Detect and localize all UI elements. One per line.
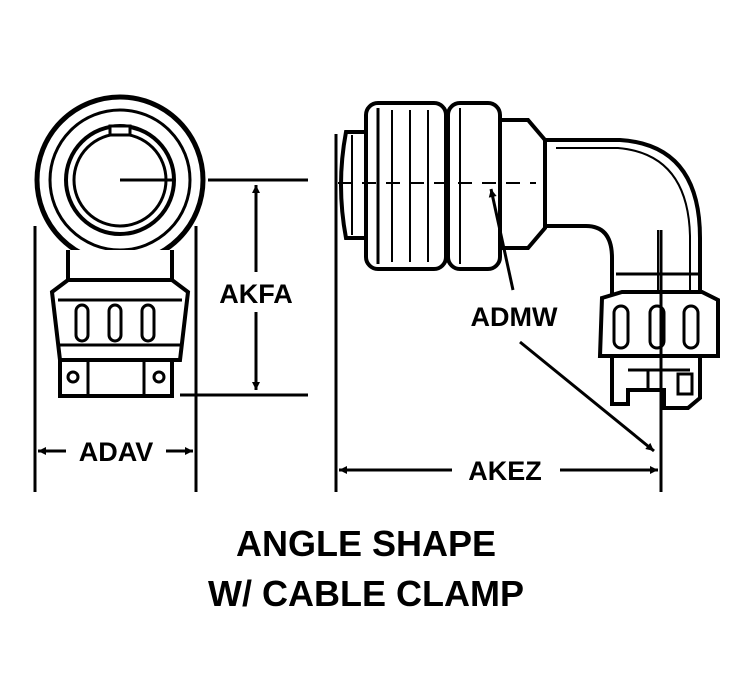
caption-line-2: W/ CABLE CLAMP: [208, 573, 524, 614]
front-view: [34, 94, 206, 398]
adav-label: ADAV: [79, 437, 154, 467]
akfa-label: AKFA: [219, 279, 293, 309]
akez-label: AKEZ: [468, 456, 542, 486]
admw-label: ADMW: [471, 302, 558, 332]
dimension-lines: [33, 134, 663, 492]
side-view: [338, 101, 720, 410]
caption-line-1: ANGLE SHAPE: [236, 523, 496, 564]
